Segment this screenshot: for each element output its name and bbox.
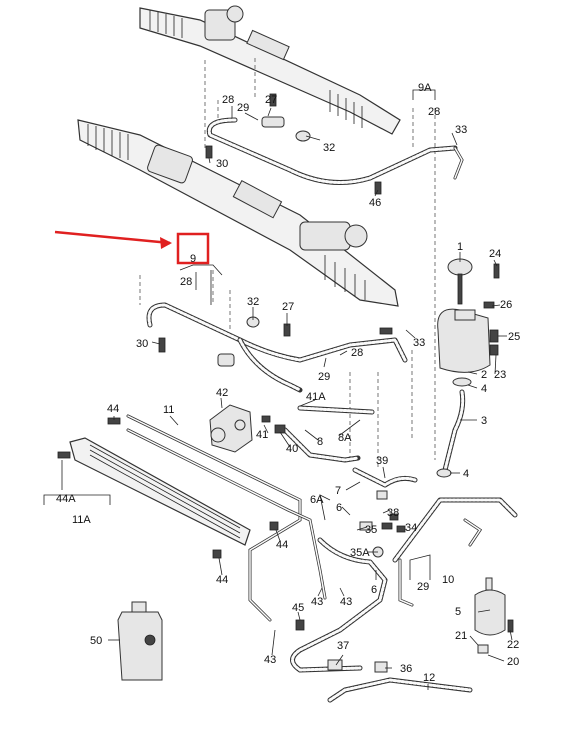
label-11a: 11A [72, 514, 91, 526]
label-28: 28 [180, 276, 192, 288]
highlight-box [176, 232, 210, 265]
label-40: 40 [286, 443, 298, 455]
label-44: 44 [216, 574, 228, 586]
label-4: 4 [481, 383, 487, 395]
label-29: 29 [318, 371, 330, 383]
group-boundary-lines [139, 58, 436, 470]
hose-group-lower [212, 467, 518, 703]
label-44: 44 [276, 539, 288, 551]
label-33: 33 [455, 124, 467, 136]
hose-8 [261, 405, 375, 463]
label-29: 29 [237, 102, 249, 114]
label-4: 4 [463, 468, 469, 480]
label-32: 32 [247, 296, 259, 308]
label-23: 23 [494, 369, 506, 381]
label-45: 45 [292, 602, 304, 614]
label-28: 28 [351, 347, 363, 359]
label-43: 43 [311, 596, 323, 608]
pressure-hose-9 [146, 302, 408, 393]
label-7: 7 [335, 485, 341, 497]
label-21: 21 [455, 630, 467, 642]
label-32: 32 [323, 142, 335, 154]
label-41: 41 [256, 429, 268, 441]
label-20: 20 [507, 656, 519, 668]
label-35a: 35A [350, 547, 370, 559]
label-43: 43 [264, 654, 276, 666]
part-labels: 28 29 27 32 9A 28 33 30 46 9 28 32 27 30… [56, 82, 520, 684]
label-43: 43 [340, 596, 352, 608]
label-46: 46 [369, 197, 381, 209]
label-6: 6 [336, 502, 342, 514]
label-44a: 44A [56, 493, 76, 505]
label-12: 12 [423, 672, 435, 684]
oil-cooler-pipe-11 [126, 414, 327, 622]
label-42: 42 [216, 387, 228, 399]
leader-lines [43, 89, 513, 690]
label-1: 1 [457, 241, 463, 253]
reservoir-hose-3 [436, 389, 466, 478]
label-37: 37 [337, 640, 349, 652]
label-24: 24 [489, 248, 501, 260]
power-steering-pump [209, 404, 253, 453]
pressure-hose-9a [205, 93, 464, 195]
label-8a: 8A [338, 432, 352, 444]
label-50: 50 [90, 635, 102, 647]
label-41a: 41A [306, 391, 326, 403]
label-6: 6 [371, 584, 377, 596]
label-11: 11 [163, 404, 174, 416]
label-29: 29 [417, 581, 429, 593]
label-28: 28 [428, 106, 440, 118]
label-35: 35 [365, 524, 377, 536]
label-28: 28 [222, 94, 234, 106]
label-5: 5 [455, 606, 461, 618]
label-9a: 9A [418, 82, 432, 94]
label-44: 44 [107, 403, 119, 415]
hydraulic-fluid-bottle [117, 601, 163, 681]
label-39: 39 [376, 455, 388, 467]
label-22: 22 [507, 639, 519, 651]
label-38: 38 [387, 507, 399, 519]
label-10: 10 [442, 574, 454, 586]
label-26: 26 [500, 299, 512, 311]
label-27: 27 [282, 301, 294, 313]
label-30: 30 [136, 338, 148, 350]
label-9-highlighted: 9 [190, 253, 196, 265]
steering-rack-upper [139, 5, 401, 135]
label-27: 27 [265, 94, 277, 106]
label-30: 30 [216, 158, 228, 170]
label-6a: 6A [310, 494, 324, 506]
label-25: 25 [508, 331, 520, 343]
oil-cooler-11a [57, 417, 251, 546]
label-36: 36 [400, 663, 412, 675]
label-34: 34 [405, 522, 417, 534]
label-2: 2 [481, 369, 487, 381]
label-8: 8 [317, 436, 323, 448]
steering-rack-lower [77, 119, 399, 307]
label-3: 3 [481, 415, 487, 427]
label-33: 33 [413, 337, 425, 349]
fluid-reservoir [437, 258, 500, 387]
highlight-annotation [54, 230, 210, 265]
